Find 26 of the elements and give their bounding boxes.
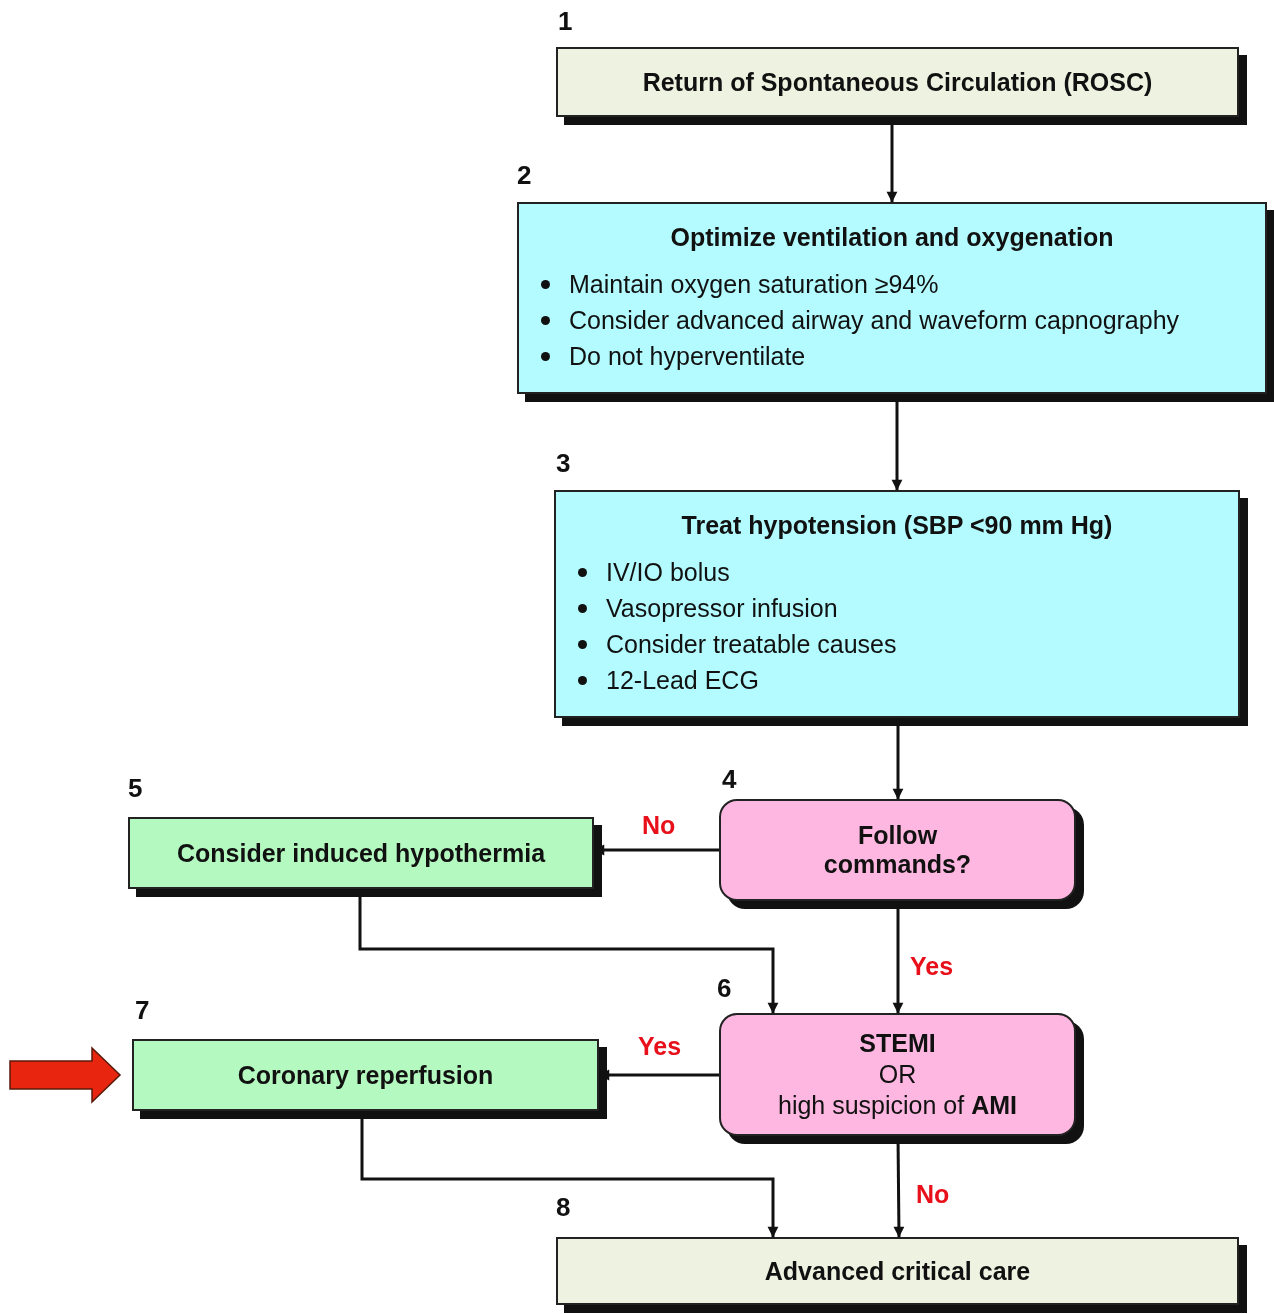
bullet-item: 12-Lead ECG — [578, 661, 1238, 698]
step-number: 5 — [128, 773, 143, 804]
step-number: 1 — [558, 6, 573, 37]
step-number: 8 — [556, 1192, 571, 1223]
box-heading: Optimize ventilation and oxygenation — [669, 222, 1115, 252]
box-text: Consider induced hypothermia — [175, 838, 547, 868]
box-text: STEMI — [858, 1028, 937, 1059]
step-number: 3 — [556, 448, 571, 479]
bullet-item: Do not hyperventilate — [541, 337, 1265, 374]
box-text: high suspicion of AMI — [777, 1090, 1018, 1121]
box-text: Advanced critical care — [763, 1256, 1032, 1286]
step-number: 2 — [517, 160, 532, 191]
box-text: Coronary reperfusion — [236, 1060, 495, 1090]
bullet-item: Consider treatable causes — [578, 625, 1238, 662]
bullet-item: IV/IO bolus — [578, 553, 1238, 590]
step-number: 6 — [717, 973, 732, 1004]
box-text: Return of Spontaneous Circulation (ROSC) — [641, 67, 1154, 97]
block-arrow — [9, 1046, 122, 1104]
box-text: Follow commands? — [822, 821, 973, 879]
box-text: OR — [877, 1059, 918, 1090]
step-number: 7 — [135, 995, 150, 1026]
bullet-item: Consider advanced airway and waveform capnography — [541, 301, 1265, 338]
step-number: 4 — [722, 764, 737, 795]
bullet-item: Vasopressor infusion — [578, 589, 1238, 626]
box-heading: Treat hypotension (SBP <90 mm Hg) — [680, 510, 1114, 540]
bullet-item: Maintain oxygen saturation ≥94% — [541, 265, 1265, 302]
